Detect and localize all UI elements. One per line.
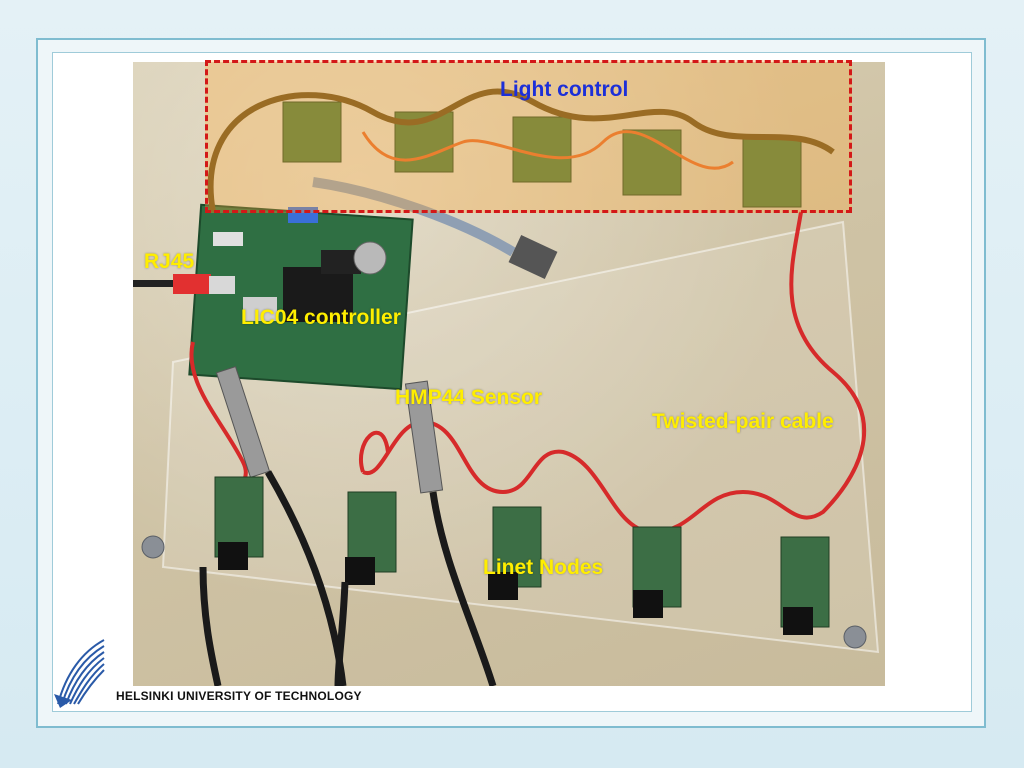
plate-screw <box>141 535 165 559</box>
hardware-photo <box>133 62 885 686</box>
serial-connector <box>508 234 558 280</box>
ribbon-cable <box>312 177 516 257</box>
controller-label: LIC04 controller <box>241 306 401 329</box>
plate-screw <box>843 625 867 649</box>
hmp44-sensor <box>404 380 444 494</box>
hardware-illustration <box>133 88 880 686</box>
nodes-label: Linet Nodes <box>483 556 604 579</box>
university-logo-icon <box>54 639 105 708</box>
light-control-highlight <box>205 60 852 213</box>
linet-nodes <box>199 476 830 686</box>
sensor-label: HMP44 Sensor <box>395 386 543 409</box>
light-control-label: Light control <box>500 78 629 101</box>
institution-footer: HELSINKI UNIVERSITY OF TECHNOLOGY <box>116 689 362 703</box>
light-modules <box>207 88 835 213</box>
cable-label: Twisted-pair cable <box>652 410 834 433</box>
rj45-plug <box>133 274 235 294</box>
controller-board <box>188 203 414 391</box>
rj45-label: RJ45 <box>144 250 195 273</box>
